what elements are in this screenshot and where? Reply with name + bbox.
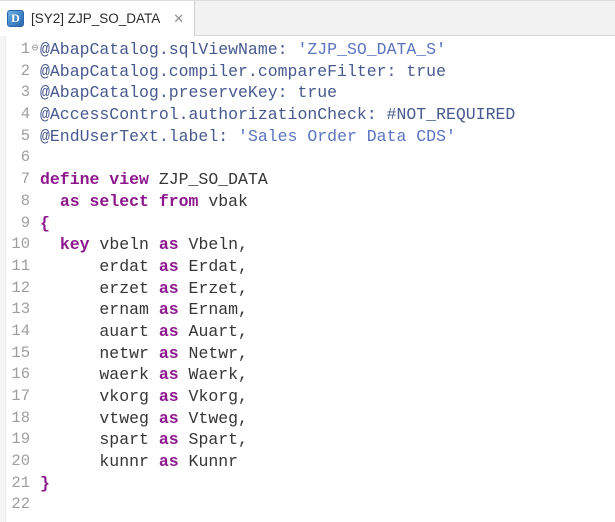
code-text: spart as Spart,	[40, 430, 248, 450]
code-line[interactable]: 15 netwr as Netwr,	[0, 343, 615, 365]
code-line[interactable]: 8 as select from vbak	[0, 191, 615, 213]
editor-tab-bar: D [SY2] ZJP_SO_DATA ✕	[0, 0, 615, 36]
code-line[interactable]: 14 auart as Auart,	[0, 321, 615, 343]
code-line[interactable]: 1⊖@AbapCatalog.sqlViewName: 'ZJP_SO_DATA…	[0, 39, 615, 61]
line-number: 6	[20, 148, 30, 167]
code-text: as select from vbak	[59, 191, 248, 211]
code-text: @EndUserText.label: 'Sales Order Data CD…	[40, 126, 456, 146]
line-number: 11	[11, 256, 30, 275]
line-number: 5	[20, 126, 30, 145]
code-text: vtweg as Vtweg,	[40, 408, 248, 428]
code-line[interactable]: 16 waerk as Waerk,	[0, 364, 615, 386]
code-line[interactable]: 20 kunnr as Kunnr	[0, 451, 615, 473]
code-line[interactable]: 4 @AccessControl.authorizationCheck: #NOT…	[0, 104, 615, 126]
line-number: 8	[20, 191, 30, 210]
line-number: 20	[11, 452, 30, 471]
code-text: @AbapCatalog.compiler.compareFilter: tru…	[40, 61, 446, 81]
code-line[interactable]: 10 key vbeln as Vbeln,	[0, 234, 615, 256]
editor-tab-zjp-so-data[interactable]: D [SY2] ZJP_SO_DATA ✕	[0, 1, 196, 36]
ddl-data-definition-icon: D	[7, 10, 24, 27]
code-line[interactable]: 2 @AbapCatalog.compiler.compareFilter: tr…	[0, 61, 615, 83]
code-line[interactable]: 5 @EndUserText.label: 'Sales Order Data C…	[0, 126, 615, 148]
line-number: 1	[20, 40, 30, 58]
code-text: erdat as Erdat,	[40, 256, 248, 276]
line-number: 12	[11, 278, 30, 297]
code-text: {	[40, 213, 50, 233]
code-line[interactable]: 18 vtweg as Vtweg,	[0, 408, 615, 430]
line-number: 18	[11, 408, 30, 427]
line-number: 19	[11, 430, 30, 449]
line-number: 10	[11, 235, 30, 254]
code-text: ernam as Ernam,	[40, 300, 248, 320]
line-number: 22	[11, 495, 30, 514]
line-number: 4	[20, 105, 30, 124]
code-text: define view ZJP_SO_DATA	[40, 170, 268, 190]
code-text: auart as Auart,	[40, 321, 248, 341]
code-line[interactable]: 12 erzet as Erzet,	[0, 278, 615, 300]
code-line[interactable]: 6	[0, 147, 615, 169]
code-line[interactable]: 19 spart as Spart,	[0, 429, 615, 451]
code-text: @AbapCatalog.preserveKey: true	[40, 83, 338, 103]
tab-close-icon[interactable]: ✕	[173, 11, 185, 26]
tab-title: [SY2] ZJP_SO_DATA	[31, 11, 161, 26]
code-line[interactable]: 13 ernam as Ernam,	[0, 299, 615, 321]
code-text: netwr as Netwr,	[40, 343, 248, 363]
code-editor[interactable]: 1⊖@AbapCatalog.sqlViewName: 'ZJP_SO_DATA…	[0, 36, 615, 522]
fold-collapse-icon[interactable]: ⊖	[31, 43, 39, 55]
code-text: kunnr as Kunnr	[40, 452, 239, 472]
line-number: 21	[11, 473, 30, 492]
code-line[interactable]: 3 @AbapCatalog.preserveKey: true	[0, 82, 615, 104]
code-text: @AccessControl.authorizationCheck: #NOT_…	[40, 105, 516, 125]
code-text: vkorg as Vkorg,	[40, 387, 248, 406]
tab-bar-empty-area	[195, 1, 615, 36]
code-line[interactable]: 22	[0, 494, 615, 516]
code-text: key vbeln as Vbeln,	[59, 235, 248, 255]
code-line[interactable]: 9{	[0, 213, 615, 235]
code-line[interactable]: 17 vkorg as Vkorg,	[0, 386, 615, 408]
line-number: 13	[11, 300, 30, 319]
line-number: 3	[20, 83, 30, 102]
code-text: erzet as Erzet,	[40, 278, 248, 298]
line-number: 17	[11, 387, 30, 405]
line-number: 15	[11, 343, 30, 362]
code-line[interactable]: 7 define view ZJP_SO_DATA	[0, 169, 615, 191]
line-number: 2	[20, 61, 30, 80]
code-text: waerk as Waerk,	[40, 365, 248, 385]
line-number: 14	[11, 321, 30, 340]
line-number: 9	[20, 213, 30, 232]
code-text: @AbapCatalog.sqlViewName: 'ZJP_SO_DATA_S…	[40, 40, 446, 59]
code-line[interactable]: 21}	[0, 473, 615, 495]
line-number: 16	[11, 365, 30, 384]
code-line[interactable]: 11 erdat as Erdat,	[0, 256, 615, 278]
line-number: 7	[20, 170, 30, 189]
code-text: }	[40, 473, 50, 493]
